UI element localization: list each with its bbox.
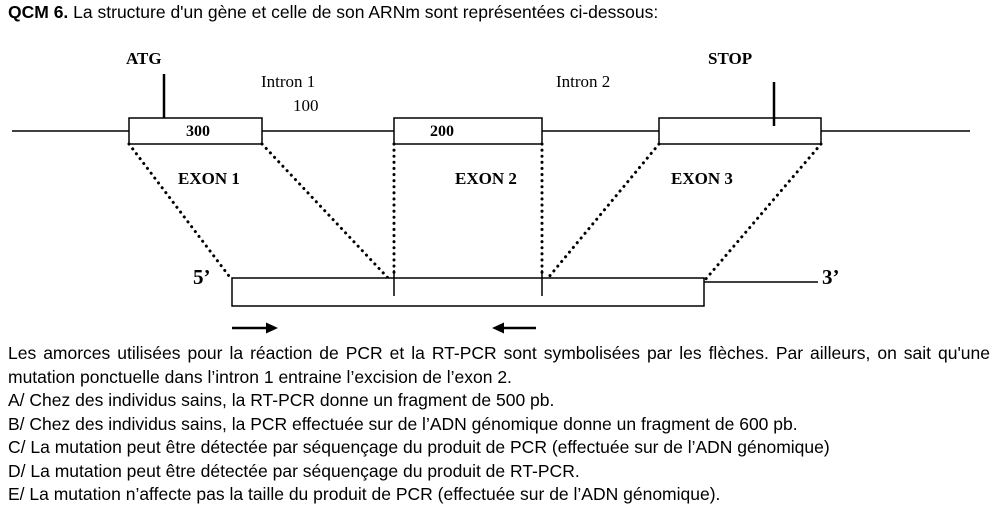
question-header: QCM 6. La structure d'un gène et celle d… [8, 2, 658, 23]
context-paragraph: Les amorces utilisées pour la réaction d… [8, 343, 990, 387]
reverse-primer-arrow-icon [492, 322, 536, 334]
exon1-label: EXON 1 [178, 169, 240, 188]
option-e: E/ La mutation n’affecte pas la taille d… [8, 484, 721, 504]
dotted-exon3-right [703, 142, 823, 282]
stop-label: STOP [708, 49, 752, 68]
question-number: QCM 6. [8, 2, 69, 22]
exon2-box [393, 117, 543, 145]
option-d: D/ La mutation peut être détectée par sé… [8, 460, 580, 481]
question-body: Les amorces utilisées pour la réaction d… [8, 342, 990, 507]
dotted-lines [127, 142, 823, 282]
exon2-label: EXON 2 [455, 169, 517, 188]
exon1-box [128, 117, 263, 145]
mrna-box [231, 277, 705, 307]
gene-mrna-diagram: ATG STOP Intron 1 100 Intron 2 300 200 E… [12, 49, 970, 334]
three-prime-label: 3’ [822, 265, 840, 289]
dotted-exon3-left [546, 142, 661, 280]
intron1-size: 100 [293, 96, 319, 115]
exon1-size: 300 [186, 123, 210, 140]
exon3-box [658, 117, 822, 145]
forward-primer-arrow-icon [232, 322, 278, 334]
five-prime-label: 5’ [193, 265, 211, 289]
question-intro: La structure d'un gène et celle de son A… [73, 2, 659, 22]
atg-label: ATG [126, 49, 162, 68]
option-a: A/ Chez des individus sains, la RT-PCR d… [8, 390, 555, 410]
dotted-exon1-right [260, 142, 390, 280]
intron1-label: Intron 1 [261, 72, 315, 91]
option-b: B/ Chez des individus sains, la PCR effe… [8, 413, 798, 434]
exon2-size: 200 [430, 123, 454, 140]
intron2-label: Intron 2 [556, 72, 610, 91]
exon3-label: EXON 3 [671, 169, 733, 188]
option-c: C/ La mutation peut être détectée par sé… [8, 437, 830, 457]
dotted-exon1-left [127, 142, 234, 282]
